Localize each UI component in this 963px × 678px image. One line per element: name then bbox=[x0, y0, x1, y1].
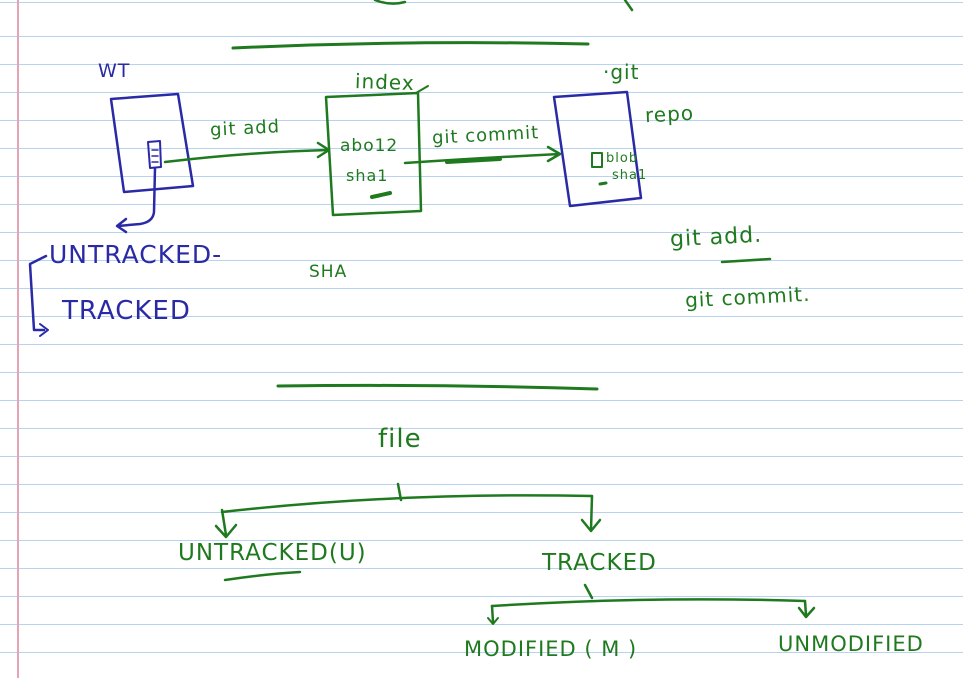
blob-sha-label: sha1 bbox=[612, 168, 648, 183]
add-underline bbox=[720, 257, 772, 264]
cmd-git-add: git add. bbox=[669, 222, 763, 253]
index-content-sha: sha1 bbox=[346, 166, 389, 185]
tree-modified-label: MODIFIED ( M ) bbox=[464, 637, 638, 661]
wt-box bbox=[109, 92, 195, 194]
subtree-stem bbox=[583, 583, 594, 600]
git-box bbox=[552, 90, 643, 208]
untracked-state-label: UNTRACKED- bbox=[49, 240, 223, 269]
git-add-arrow bbox=[163, 148, 330, 164]
git-label: ·git bbox=[603, 60, 640, 84]
tree-unmodified-label: UNMODIFIED bbox=[778, 632, 924, 656]
margin-line bbox=[17, 0, 19, 678]
blob-square bbox=[591, 152, 603, 168]
rack-underline bbox=[223, 570, 302, 582]
index-box bbox=[324, 91, 423, 217]
sha-label: SHA bbox=[309, 262, 348, 282]
tree-branch bbox=[220, 494, 594, 514]
top-scribble bbox=[373, 0, 407, 5]
wt-label: WT bbox=[98, 60, 131, 82]
tree-root-label: file bbox=[378, 424, 422, 454]
wt-down-arrow bbox=[116, 166, 157, 228]
separator-line bbox=[231, 41, 590, 50]
tracked-state-label: TRACKED bbox=[62, 296, 191, 326]
repo-label: repo bbox=[644, 100, 695, 128]
tree-tracked-label: TRACKED bbox=[542, 550, 657, 576]
tree-untracked-label: UNTRACKED(U) bbox=[178, 540, 367, 566]
tree-right-arrow bbox=[589, 494, 594, 532]
state-bracket bbox=[28, 254, 48, 332]
subtree-branch bbox=[490, 598, 807, 608]
tree-left-arrow bbox=[220, 508, 228, 537]
top-scribble bbox=[623, 0, 634, 12]
index-label: index bbox=[354, 68, 416, 96]
separator-line bbox=[276, 383, 599, 391]
git-add-arrow-label: git add bbox=[209, 116, 281, 141]
file-icon bbox=[147, 140, 162, 169]
index-content-value: abo12 bbox=[340, 136, 399, 156]
blob-label: blob bbox=[606, 151, 639, 166]
